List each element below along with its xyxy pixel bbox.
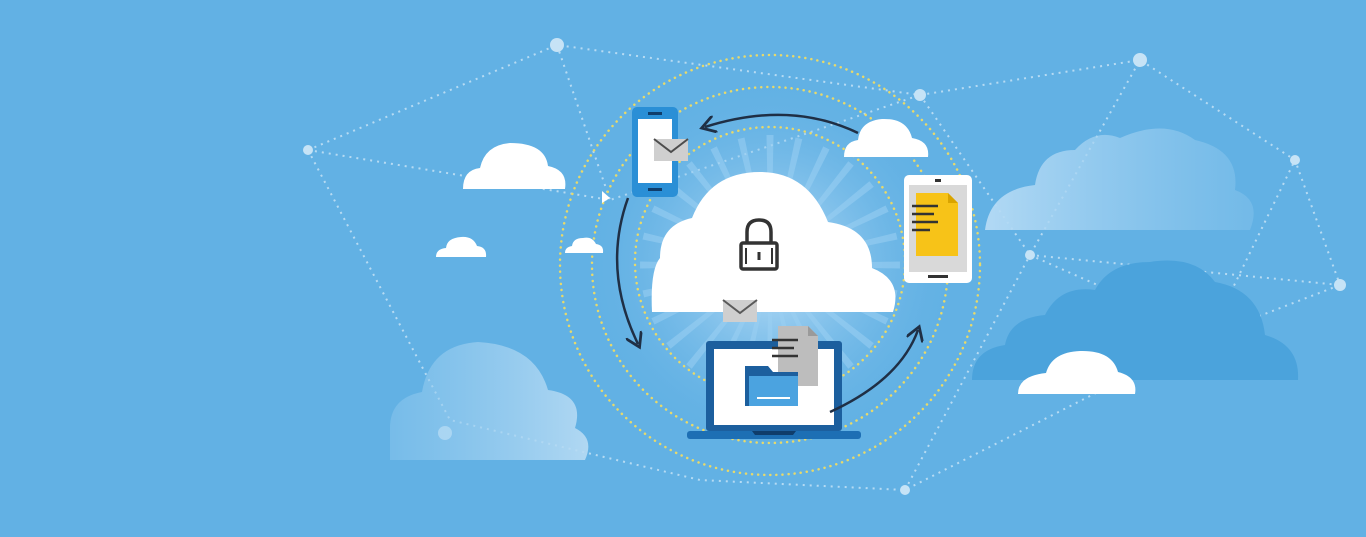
lock-icon xyxy=(739,218,779,271)
document-icon xyxy=(912,193,958,256)
cloud-icon xyxy=(844,118,929,157)
envelope-icon xyxy=(722,299,758,322)
cloud-icon xyxy=(436,236,487,257)
cloud-icon xyxy=(1018,350,1136,394)
sync-arrow-icon xyxy=(615,113,918,414)
envelope-icon xyxy=(653,138,689,161)
cloud-icon xyxy=(390,342,589,460)
arrow-tip xyxy=(602,191,610,203)
smartphone-icon xyxy=(632,107,689,197)
cloud-icon xyxy=(463,143,566,189)
laptop-icon xyxy=(687,326,861,439)
document-icon xyxy=(772,326,818,386)
cloud-icon xyxy=(972,260,1299,380)
folder-icon xyxy=(745,366,798,406)
tablet-icon xyxy=(904,175,972,283)
cloud-icon xyxy=(565,237,604,253)
cloud-icon xyxy=(985,128,1254,230)
